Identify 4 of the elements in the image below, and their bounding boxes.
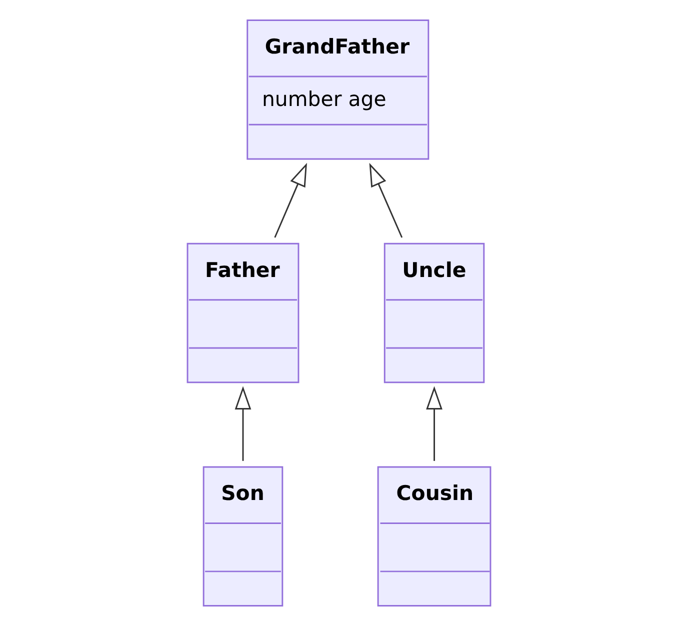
arrow: [274, 162, 306, 238]
arrow: [368, 162, 402, 238]
arrow: [426, 386, 442, 461]
arrow: [234, 386, 251, 461]
